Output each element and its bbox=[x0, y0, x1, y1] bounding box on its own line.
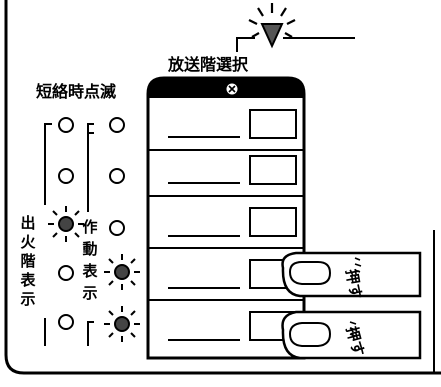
device-bezel bbox=[4, 0, 441, 375]
finger-icon-row-5 bbox=[281, 310, 422, 360]
floor-button-row-3[interactable] bbox=[168, 207, 297, 237]
right-lamp-4-lit bbox=[104, 254, 140, 290]
right-lamp-5-lit bbox=[104, 306, 140, 342]
short-blink-label: 短絡時点滅 bbox=[36, 82, 117, 101]
press-label-row-4: 押す bbox=[342, 267, 366, 301]
operation-display-label: 作 動 表 示 bbox=[82, 218, 98, 302]
indicator-bracket bbox=[236, 37, 255, 52]
floor-button-row-2[interactable] bbox=[168, 155, 297, 185]
floor-button-row-1[interactable] bbox=[168, 109, 297, 139]
left-lamp-3-lit bbox=[48, 206, 84, 242]
top-indicator-lamp bbox=[248, 3, 296, 49]
right-lamp-3 bbox=[109, 220, 125, 236]
left-lamp-5 bbox=[58, 314, 74, 330]
operation-bracket-top bbox=[87, 123, 94, 212]
left-lamp-4 bbox=[58, 265, 74, 281]
operation-bracket-bot bbox=[87, 321, 94, 346]
finger-icon-row-4 bbox=[281, 251, 422, 298]
fire-floor-bracket-top bbox=[44, 123, 52, 135]
right-lamp-2 bbox=[109, 168, 125, 184]
right-lamp-1 bbox=[109, 117, 125, 133]
broadcast-floor-select-label: 放送階選択 bbox=[168, 55, 249, 74]
left-lamp-2 bbox=[58, 168, 74, 184]
fire-floor-display-label: 出 火 階 表 示 bbox=[20, 214, 36, 308]
left-lamp-1 bbox=[58, 117, 74, 133]
